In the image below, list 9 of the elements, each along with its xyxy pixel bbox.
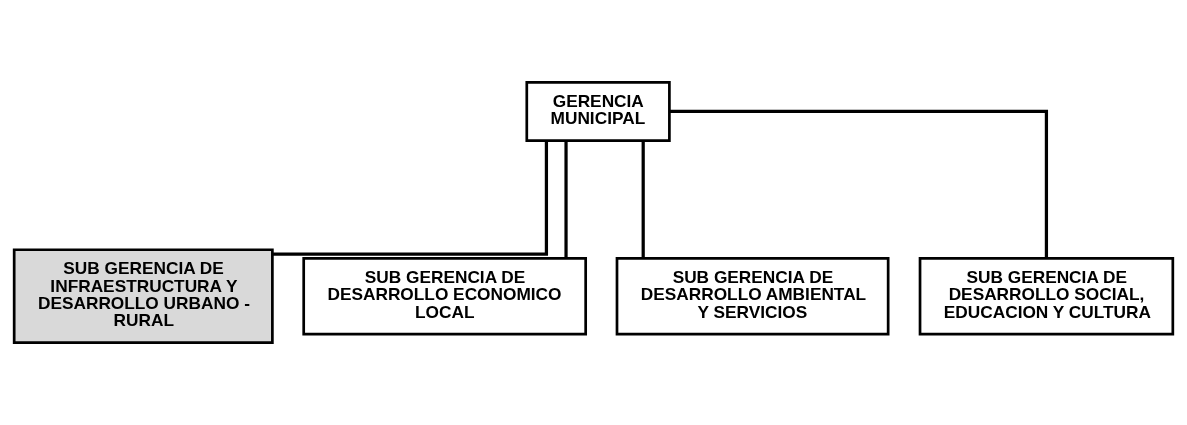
node-box: SUB GERENCIA DE DESARROLLO SOCIAL, EDUCACION Y CULTURA: [918, 257, 1175, 336]
node-box: SUB GERENCIA DE INFRAESTRUCTURA Y DESARROLLO URBANO - RURAL: [12, 248, 274, 345]
connector: [669, 109, 1049, 259]
node-box: SUB GERENCIA DE DESARROLLO ECONOMICO LOCAL: [302, 257, 587, 336]
connector: [272, 140, 549, 256]
node-box: GERENCIA MUNICIPAL: [525, 80, 671, 142]
connector: [564, 140, 568, 259]
connector: [641, 140, 645, 259]
node-box: SUB GERENCIA DE DESARROLLO AMBIENTAL Y SERVICIOS: [615, 257, 890, 336]
